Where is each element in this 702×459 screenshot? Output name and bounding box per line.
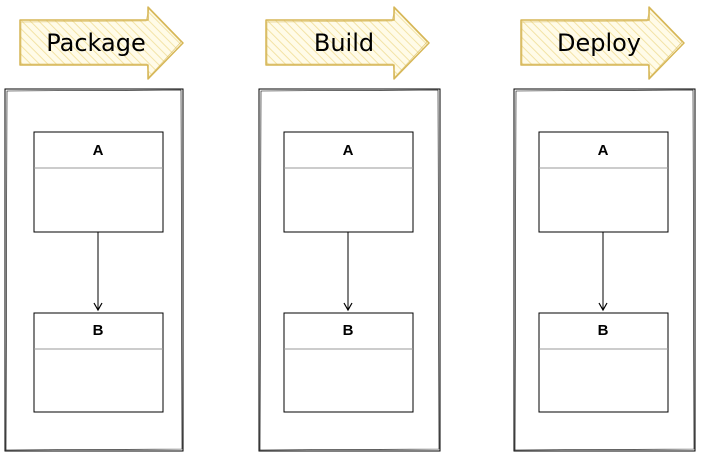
column-deploy: Deploy A B — [513, 6, 696, 452]
stage-label-package: Package — [46, 29, 145, 57]
class-box-a[interactable]: A — [33, 131, 164, 233]
class-box-a[interactable]: A — [283, 131, 414, 233]
stage-label-deploy: Deploy — [557, 29, 641, 57]
box-label-a: A — [93, 142, 104, 159]
class-box-b[interactable]: B — [283, 312, 414, 413]
stage-container-deploy — [513, 88, 696, 452]
class-box-b[interactable]: B — [538, 312, 669, 413]
stage-container-build — [258, 88, 441, 452]
stage-arrow-package: Package — [19, 6, 184, 80]
stage-label-build: Build — [314, 29, 374, 57]
box-label-a: A — [598, 142, 609, 159]
column-package: Package A B — [4, 6, 184, 452]
stage-arrow-build: Build — [265, 6, 430, 80]
column-build: Build A B — [258, 6, 441, 452]
class-box-a[interactable]: A — [538, 131, 669, 233]
box-label-b: B — [93, 322, 104, 339]
stage-container-package — [4, 88, 184, 452]
stage-arrow-deploy: Deploy — [520, 6, 685, 80]
box-label-a: A — [343, 142, 354, 159]
box-label-b: B — [343, 322, 354, 339]
class-box-b[interactable]: B — [33, 312, 164, 413]
box-label-b: B — [598, 322, 609, 339]
